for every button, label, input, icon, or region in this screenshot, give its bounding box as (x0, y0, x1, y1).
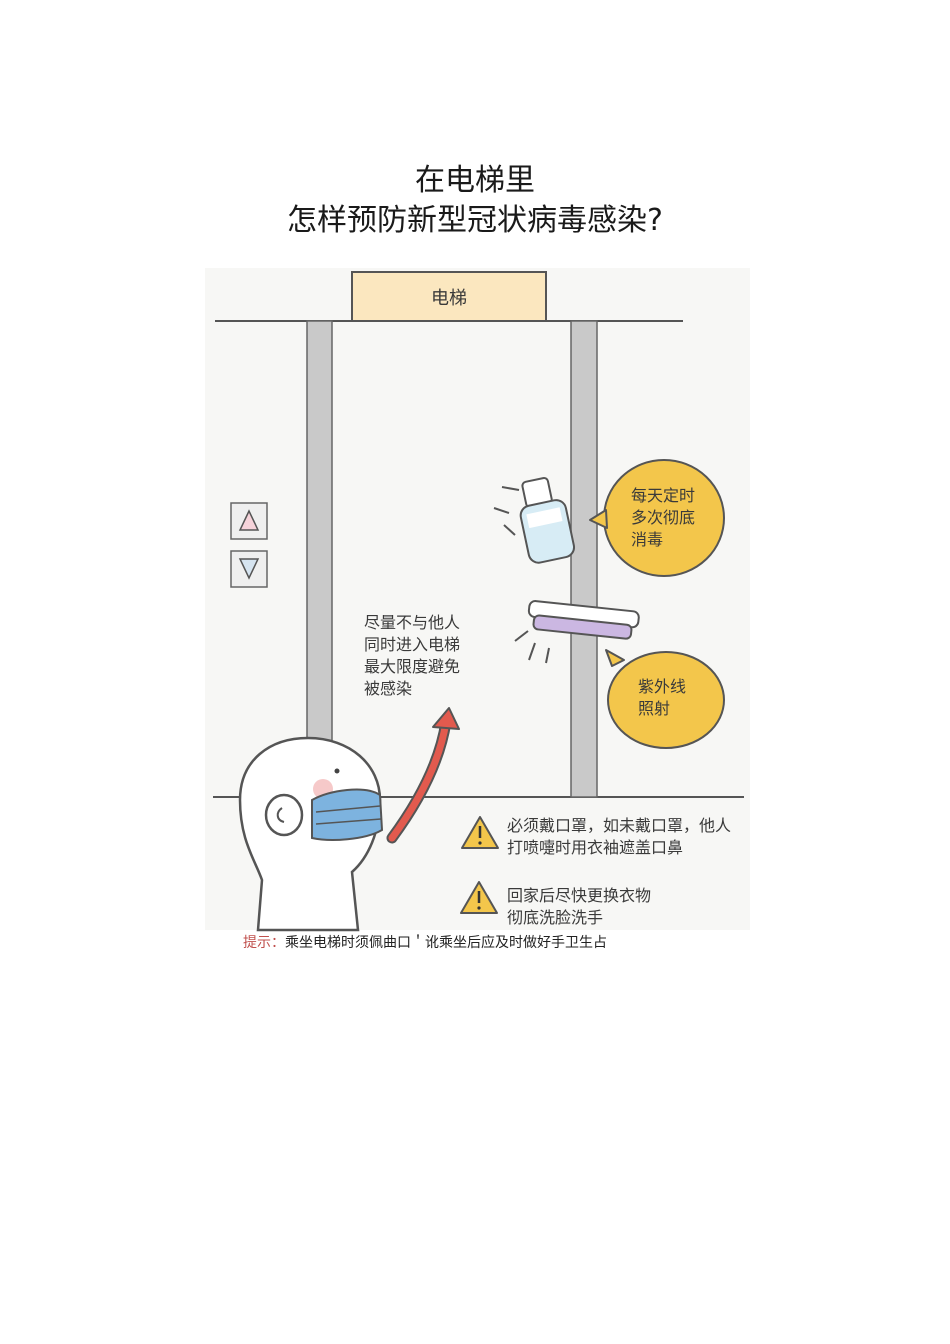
note-avoid-line-2: 同时进入电梯 (364, 635, 460, 654)
uv-rays (514, 630, 550, 664)
note-avoid-line-4: 被感染 (364, 679, 412, 698)
spray-bottle-icon (519, 476, 576, 564)
caption: 提示：乘坐电梯时须佩曲口＇讹乘坐后应及时做好手卫生占 (243, 932, 607, 952)
warning-mask: 必须戴口罩，如未戴口罩，他人 打喷嚏时用衣袖遮盖口鼻 (461, 816, 731, 857)
warning-triangle-icon (461, 816, 499, 849)
bubble-uv-line-1: 紫外线 (638, 677, 686, 696)
warning-mask-line-1: 必须戴口罩，如未戴口罩，他人 (507, 816, 731, 835)
up-arrow-button (230, 502, 268, 540)
warning-home-line-2: 彻底洗脸洗手 (507, 908, 603, 927)
caption-label: 提示： (243, 935, 285, 951)
title-line-2: 怎样预防新型冠状病毒感染? (287, 203, 663, 238)
bubble-disinfect-line-1: 每天定时 (631, 486, 695, 505)
title-line-1: 在电梯里 (415, 163, 535, 198)
uv-lamp-icon (527, 600, 640, 640)
arrow-icon (386, 707, 460, 844)
warning-home-line-1: 回家后尽快更换衣物 (507, 886, 651, 905)
spray-lines (493, 486, 520, 536)
bubble-disinfect-line-3: 消毒 (631, 530, 663, 549)
left-door-frame (306, 320, 333, 798)
caption-text: 乘坐电梯时须佩曲口＇讹乘坐后应及时做好手卫生占 (285, 935, 607, 951)
warning-home: 回家后尽快更换衣物 彻底洗脸洗手 (460, 881, 651, 927)
bubble-disinfect: 每天定时 多次彻底 消毒 (589, 459, 725, 577)
bubble-disinfect-line-2: 多次彻底 (631, 508, 695, 527)
masked-person-icon (238, 736, 384, 932)
right-door-frame (570, 320, 598, 798)
note-avoid-line-3: 最大限度避免 (364, 657, 460, 676)
down-arrow-button (230, 550, 268, 588)
warning-triangle-icon (460, 881, 498, 914)
note-avoid-crowd: 尽量不与他人 同时进入电梯 最大限度避免 被感染 (364, 613, 460, 698)
elevator-sign-label: 电梯 (431, 288, 467, 309)
bubble-uv-line-2: 照射 (638, 699, 670, 718)
warning-mask-line-2: 打喷嚏时用衣袖遮盖口鼻 (507, 838, 683, 857)
elevator-sign (351, 271, 547, 322)
note-avoid-line-1: 尽量不与他人 (364, 613, 460, 632)
bubble-uv: 紫外线 照射 (605, 649, 725, 749)
